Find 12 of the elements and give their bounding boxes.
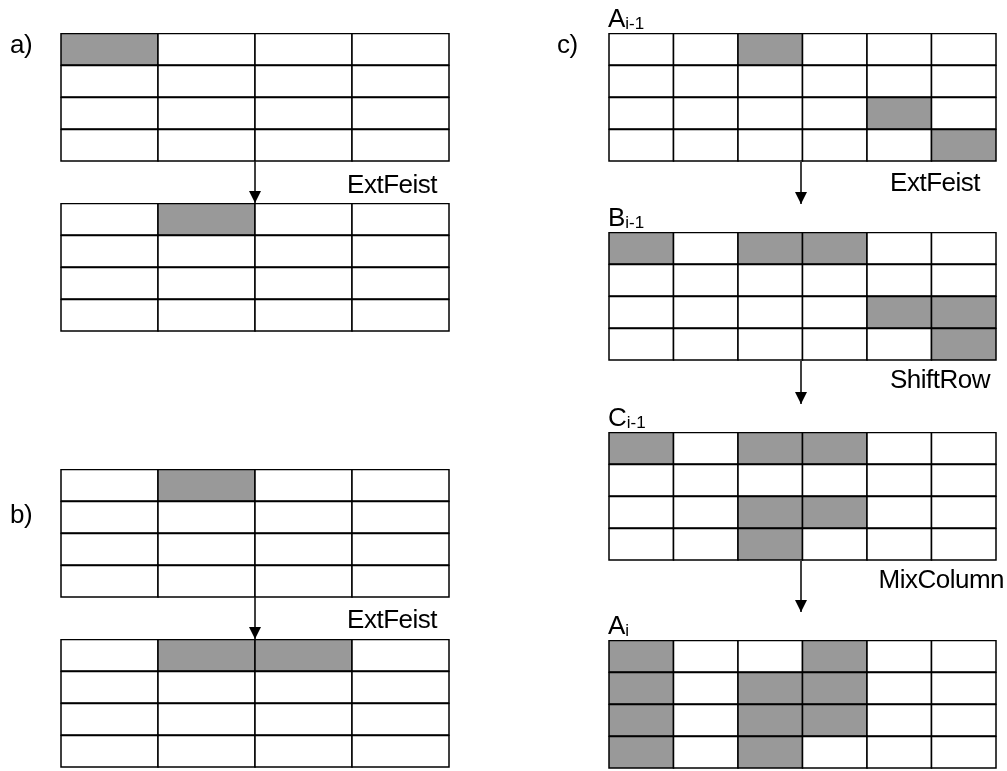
arrow: [249, 161, 261, 204]
matrix-label: A$_{i}$: [608, 612, 630, 642]
panel-label: b): [10, 500, 33, 528]
arrow: [795, 161, 807, 205]
panel-label: a): [10, 30, 33, 58]
arrow: [795, 360, 807, 405]
matrix-label: C$_{i-1}$: [608, 404, 646, 434]
matrix-label: A$_{i-1}$: [608, 5, 645, 35]
arrow: [795, 560, 807, 613]
panel-label: c): [557, 30, 578, 58]
matrix-label: B$_{i-1}$: [608, 204, 645, 234]
arrow: [249, 597, 261, 640]
